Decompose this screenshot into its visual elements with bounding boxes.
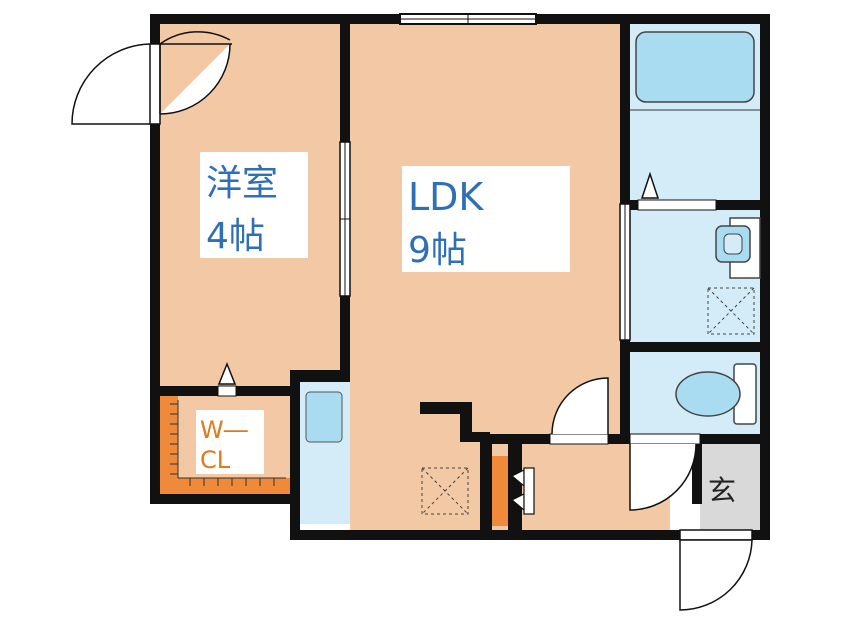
- bathtub: [635, 31, 755, 103]
- shoe-cabinet-door[interactable]: [510, 467, 535, 515]
- wcl-label-line1: W―: [200, 416, 248, 444]
- refrigerator-space: [421, 467, 469, 515]
- wcl-shelf-lines: [170, 400, 286, 486]
- sliding-door-western-ldk[interactable]: [339, 141, 351, 297]
- wcl-door[interactable]: [217, 361, 237, 397]
- toilet: [675, 363, 757, 425]
- genkan-floor[interactable]: [700, 444, 760, 530]
- genkan-label: 玄: [708, 474, 736, 507]
- balcony-door[interactable]: [71, 31, 232, 125]
- western-room-size: 4帖: [206, 216, 265, 257]
- western-label-bg: [200, 152, 308, 258]
- top-window: [399, 13, 537, 25]
- western-room-name: 洋室: [206, 163, 278, 204]
- hall-door[interactable]: [549, 377, 609, 445]
- wcl-label-line2: CL: [200, 446, 231, 474]
- entrance-door[interactable]: [679, 529, 753, 611]
- washing-machine-space: [707, 287, 755, 335]
- shoe-cabinet: [490, 456, 508, 526]
- wcl-label-bg: [196, 410, 264, 474]
- wcl-storage-accent-bottom: [160, 478, 290, 496]
- ldk-label-bg: [402, 166, 570, 272]
- kitchen-sink: [305, 391, 343, 443]
- washroom-sliding-door[interactable]: [619, 203, 631, 341]
- bathroom-door[interactable]: [637, 171, 717, 211]
- ldk-room-name: LDK: [408, 175, 484, 219]
- toilet-door[interactable]: [629, 433, 701, 511]
- wash-basin: [715, 217, 761, 279]
- ldk-room-size: 9帖: [408, 230, 467, 271]
- wcl-storage-accent-left: [160, 396, 178, 496]
